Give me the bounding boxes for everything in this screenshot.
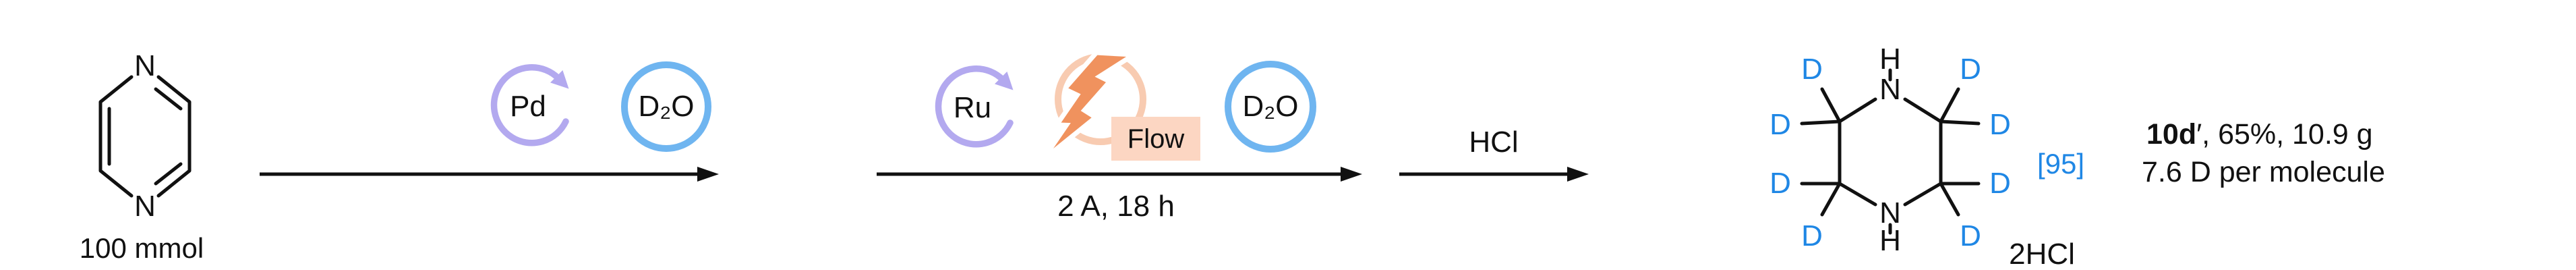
- deuterium-label: D: [1801, 53, 1823, 86]
- reaction-arrow-1: [260, 167, 719, 182]
- atom-label-n-top: N: [1879, 73, 1901, 106]
- atom-label-n-top: N: [134, 49, 156, 82]
- atom-label-n-bottom: N: [134, 190, 156, 223]
- piperazine-d8-structure: [1800, 68, 1981, 235]
- atom-label-n-bottom: N: [1879, 196, 1901, 230]
- arrowhead-icon: [1567, 167, 1589, 182]
- compound-id: 10d: [2146, 118, 2197, 151]
- reaction-arrow-3: [1399, 167, 1589, 182]
- ru-catalyst-recycle-icon: [935, 65, 1014, 148]
- pyrazine-double-bonds: [107, 87, 183, 186]
- deuterium-label: D: [1960, 53, 1981, 86]
- deuterium-label: D: [1769, 167, 1791, 200]
- flow-badge: [1111, 117, 1200, 161]
- deuterium-label: D: [1960, 219, 1981, 252]
- reactant-amount-label: 100 mmol: [79, 232, 204, 264]
- arrowhead-icon: [697, 167, 719, 182]
- result-details: , 65%, 10.9 g: [2202, 118, 2373, 151]
- ru-catalyst-label: Ru: [953, 91, 992, 124]
- arrowhead-icon: [1341, 167, 1362, 182]
- conditions-label: 2 A, 18 h: [1057, 190, 1175, 223]
- d2o-circle-icon-2: [1225, 61, 1316, 153]
- compound-prime: ′: [2196, 118, 2202, 151]
- lightning-bolt-icon: [1048, 50, 1132, 153]
- atom-label-h-top: H: [1879, 43, 1901, 76]
- d2o-circle-icon-1: [621, 61, 711, 152]
- pyrazine-structure: [98, 75, 192, 198]
- result-line-2: 7.6 D per molecule: [2142, 156, 2385, 188]
- reaction-arrow-2: [877, 167, 1362, 182]
- hcl-reagent-label: HCl: [1469, 126, 1519, 159]
- d2o-solvent-label-2: D₂O: [1242, 90, 1299, 123]
- deuterium-label: D: [1989, 108, 2011, 141]
- result-line-1: 10d′, 65%, 10.9 g: [2146, 120, 2373, 149]
- pd-catalyst-recycle-icon: [490, 63, 569, 146]
- flow-label: Flow: [1127, 124, 1185, 154]
- salt-label: 2HCl: [2009, 238, 2075, 270]
- c-d-bonds: [1800, 87, 1981, 217]
- deuterium-label: D: [1801, 219, 1823, 252]
- d2o-solvent-label-1: D₂O: [638, 90, 695, 123]
- isotope-incorporation-label: [95]: [2037, 148, 2085, 180]
- atom-label-h-bottom: H: [1879, 224, 1901, 257]
- deuterium-label: D: [1769, 108, 1791, 141]
- deuterium-label: D: [1989, 167, 2011, 200]
- pd-catalyst-label: Pd: [510, 90, 546, 123]
